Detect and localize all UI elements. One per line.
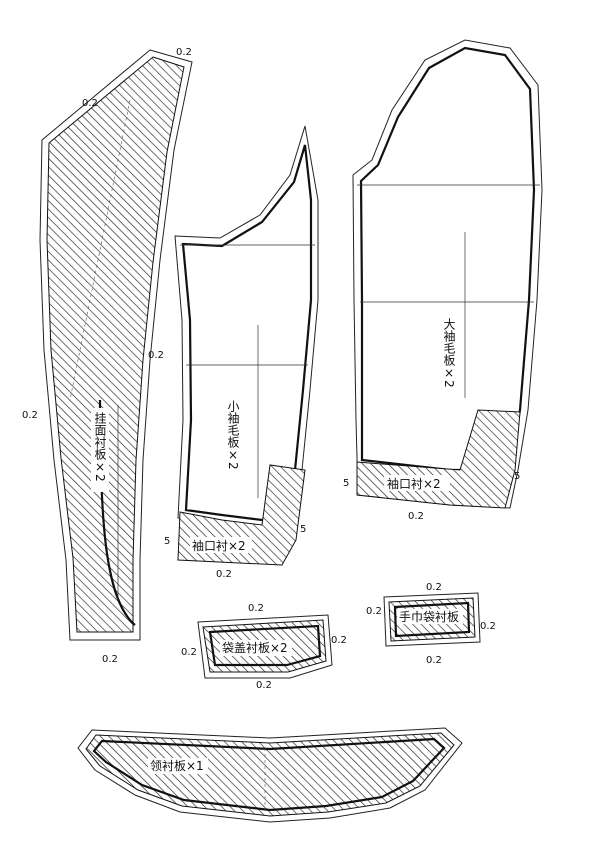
large-sleeve-stitch xyxy=(359,46,536,472)
seam-label: 0.2 xyxy=(22,410,38,421)
collar-stitch xyxy=(92,737,446,812)
seam-label: 5 xyxy=(300,524,306,535)
small-sleeve-cuff-label: 袖口衬×2 xyxy=(192,538,246,553)
pocket-flap-piece: 袋盖衬板×2 0.2 0.2 0.2 0.2 xyxy=(181,603,347,691)
seam-label: 0.2 xyxy=(480,621,496,632)
collar-piece: 领衬板×1 xyxy=(77,727,463,823)
small-sleeve-outline xyxy=(174,125,319,531)
facing-label: 挂面衬板×2 xyxy=(93,412,107,482)
large-sleeve-label: 大袖毛板×2 xyxy=(442,318,456,388)
small-sleeve-stitch xyxy=(181,144,313,522)
welt-pocket-label: 手巾袋衬板 xyxy=(399,610,459,624)
seam-label: 0.2 xyxy=(102,654,118,665)
seam-label: 0.2 xyxy=(366,606,382,617)
pocket-flap-stitch xyxy=(208,624,322,667)
collar-interlining xyxy=(85,732,455,817)
seam-label: 5 xyxy=(164,536,170,547)
seam-label: 0.2 xyxy=(256,680,272,691)
seam-label: 0.2 xyxy=(216,569,232,580)
facing-guide xyxy=(69,99,131,401)
facing-interlining xyxy=(46,56,185,633)
seam-label: 5 xyxy=(514,471,520,482)
seam-label: 0.2 xyxy=(408,511,424,522)
small-sleeve-piece: 小袖毛板×2 袖口衬×2 5 5 0.2 xyxy=(164,125,319,580)
seam-label: 5 xyxy=(343,478,349,489)
welt-pocket-piece: 手巾袋衬板 0.2 0.2 0.2 0.2 xyxy=(366,582,496,666)
facing-piece: 挂面衬板×2 0.2 0.2 0.2 0.2 0.2 xyxy=(22,47,193,665)
seam-label: 0.2 xyxy=(426,582,442,593)
seam-label: 0.2 xyxy=(176,47,192,58)
seam-label: 0.2 xyxy=(82,98,98,109)
seam-label: 0.2 xyxy=(148,350,164,361)
seam-label: 0.2 xyxy=(331,635,347,646)
seam-label: 0.2 xyxy=(248,603,264,614)
large-sleeve-piece: 大袖毛板×2 袖口衬×2 5 5 0.2 xyxy=(343,39,543,522)
pocket-flap-label: 袋盖衬板×2 xyxy=(222,641,288,655)
collar-label: 领衬板×1 xyxy=(150,759,204,773)
large-sleeve-cuff-label: 袖口衬×2 xyxy=(387,476,441,491)
seam-label: 0.2 xyxy=(181,647,197,658)
seam-label: 0.2 xyxy=(426,655,442,666)
small-sleeve-label: 小袖毛板×2 xyxy=(226,400,240,470)
welt-pocket-stitch xyxy=(393,601,471,638)
